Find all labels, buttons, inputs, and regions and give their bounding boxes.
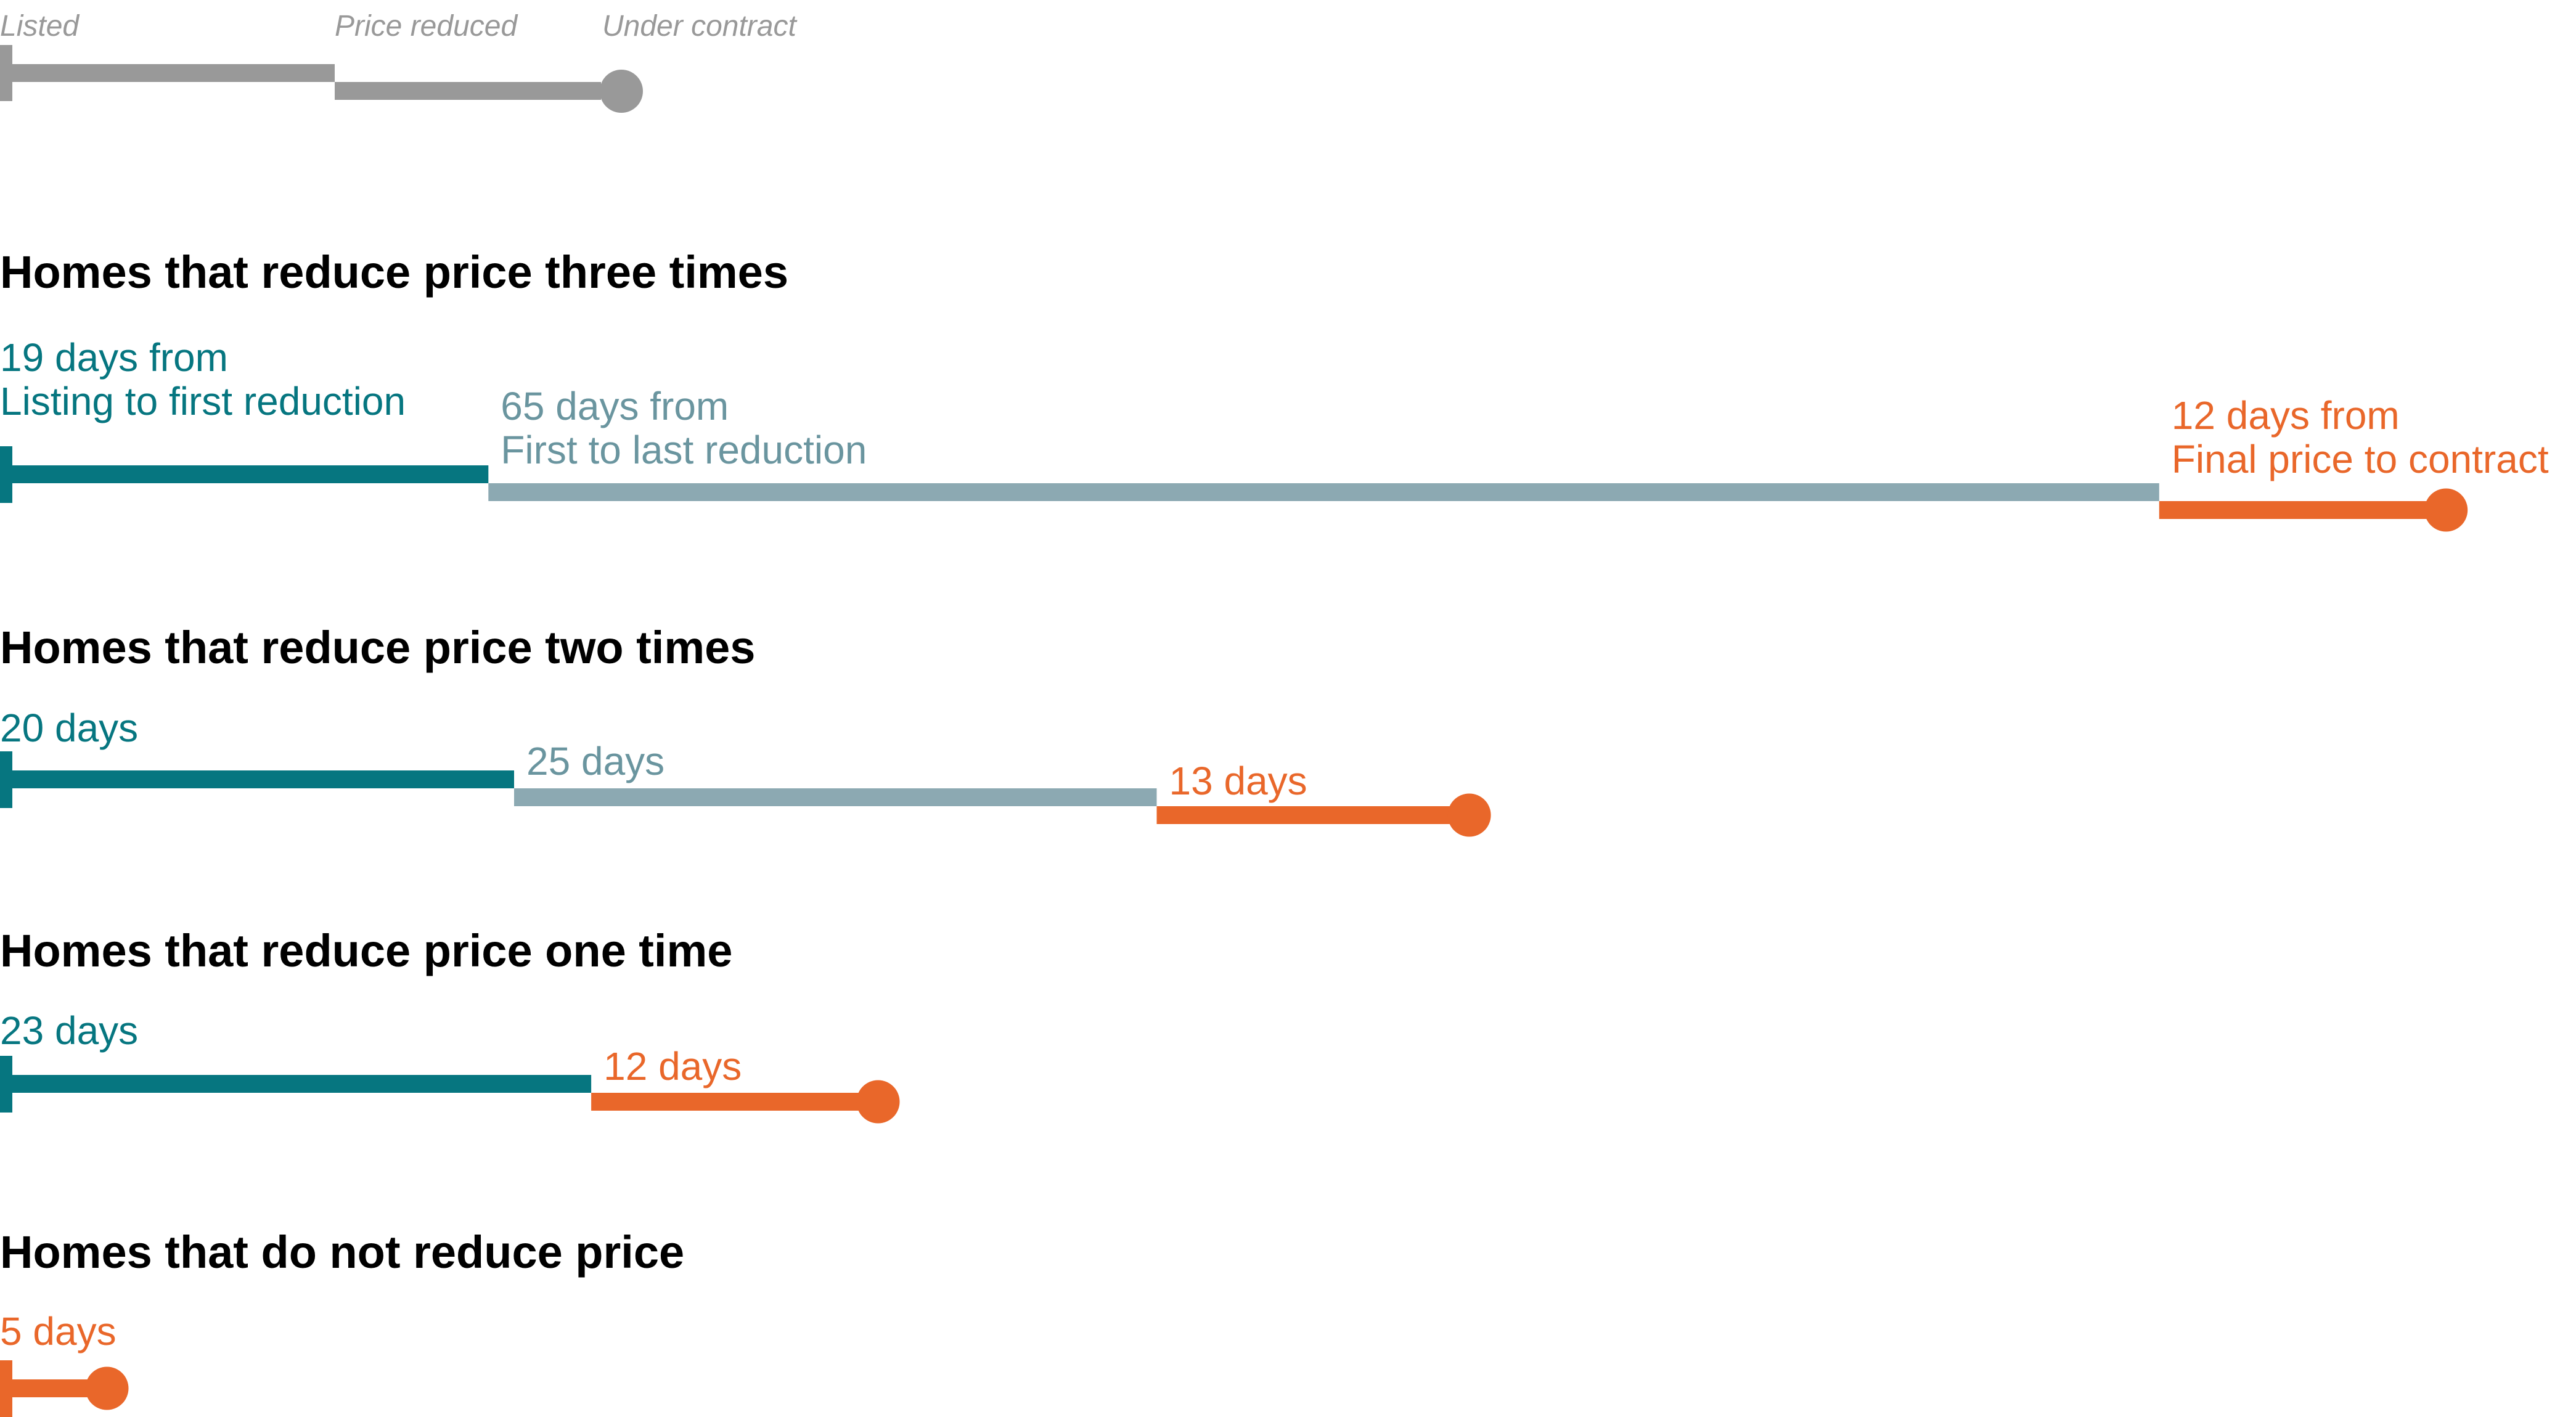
contract-segment: [2159, 501, 2447, 519]
timeline-row: Homes that do not reduce price 5 days: [0, 1227, 684, 1417]
row-heading: Homes that reduce price three times: [0, 247, 788, 298]
contract-segment: [591, 1093, 878, 1111]
listed-tick: [0, 751, 12, 808]
label-line: Final price to contract: [2172, 437, 2549, 481]
legend: Listed Price reduced Under contract: [0, 10, 797, 113]
label-line: 12 days from: [2172, 393, 2400, 438]
listing-segment: [12, 1075, 592, 1093]
legend-listing-segment: [12, 64, 335, 82]
timeline-row: Homes that reduce price one time 23 days 1…: [0, 925, 900, 1124]
legend-label-price-reduced: Price reduced: [335, 10, 518, 43]
listing-segment: [12, 465, 489, 483]
listing-label: 23 days: [0, 1008, 138, 1053]
legend-listed-tick: [0, 45, 12, 101]
label-line: Listing to first reduction: [0, 379, 406, 423]
row-heading: Homes that reduce price two times: [0, 622, 755, 673]
listing-label: 20 days: [0, 706, 138, 750]
label-line: 12 days: [603, 1044, 742, 1088]
reduction-segment: [488, 483, 2159, 501]
label-line: 23 days: [0, 1008, 138, 1053]
contract-label: 12 days: [603, 1044, 742, 1088]
contract-dot: [856, 1080, 900, 1124]
timeline-row: Homes that reduce price two times 20 days…: [0, 622, 1491, 837]
contract-label: 13 days: [1169, 759, 1307, 803]
reduction-label: 25 days: [526, 739, 664, 783]
label-line: First to last reduction: [501, 428, 867, 472]
timeline-row: Homes that reduce price three times 19 da…: [0, 247, 2549, 532]
contract-dot: [2424, 488, 2468, 532]
row-heading: Homes that reduce price one time: [0, 925, 732, 976]
contract-label: 5 days: [0, 1309, 117, 1354]
label-line: 13 days: [1169, 759, 1307, 803]
contract-segment: [1156, 806, 1470, 824]
label-line: 65 days from: [501, 384, 729, 428]
reduction-segment: [514, 788, 1157, 806]
label-line: 25 days: [526, 739, 664, 783]
listed-tick: [0, 1360, 12, 1417]
legend-label-under-contract: Under contract: [602, 10, 797, 43]
legend-label-listed: Listed: [0, 10, 80, 43]
row-heading: Homes that do not reduce price: [0, 1227, 684, 1278]
timeline-rows: Homes that reduce price three times 19 da…: [0, 247, 2549, 1417]
contract-dot: [1447, 793, 1491, 837]
label-line: 20 days: [0, 706, 138, 750]
contract-dot: [85, 1366, 129, 1410]
listed-tick: [0, 1056, 12, 1113]
legend-contract-dot: [600, 70, 643, 113]
label-line: 5 days: [0, 1309, 117, 1354]
listing-segment: [12, 770, 514, 788]
listed-tick: [0, 446, 12, 503]
legend-reduction-segment: [335, 82, 601, 100]
label-line: 19 days from: [0, 335, 228, 380]
